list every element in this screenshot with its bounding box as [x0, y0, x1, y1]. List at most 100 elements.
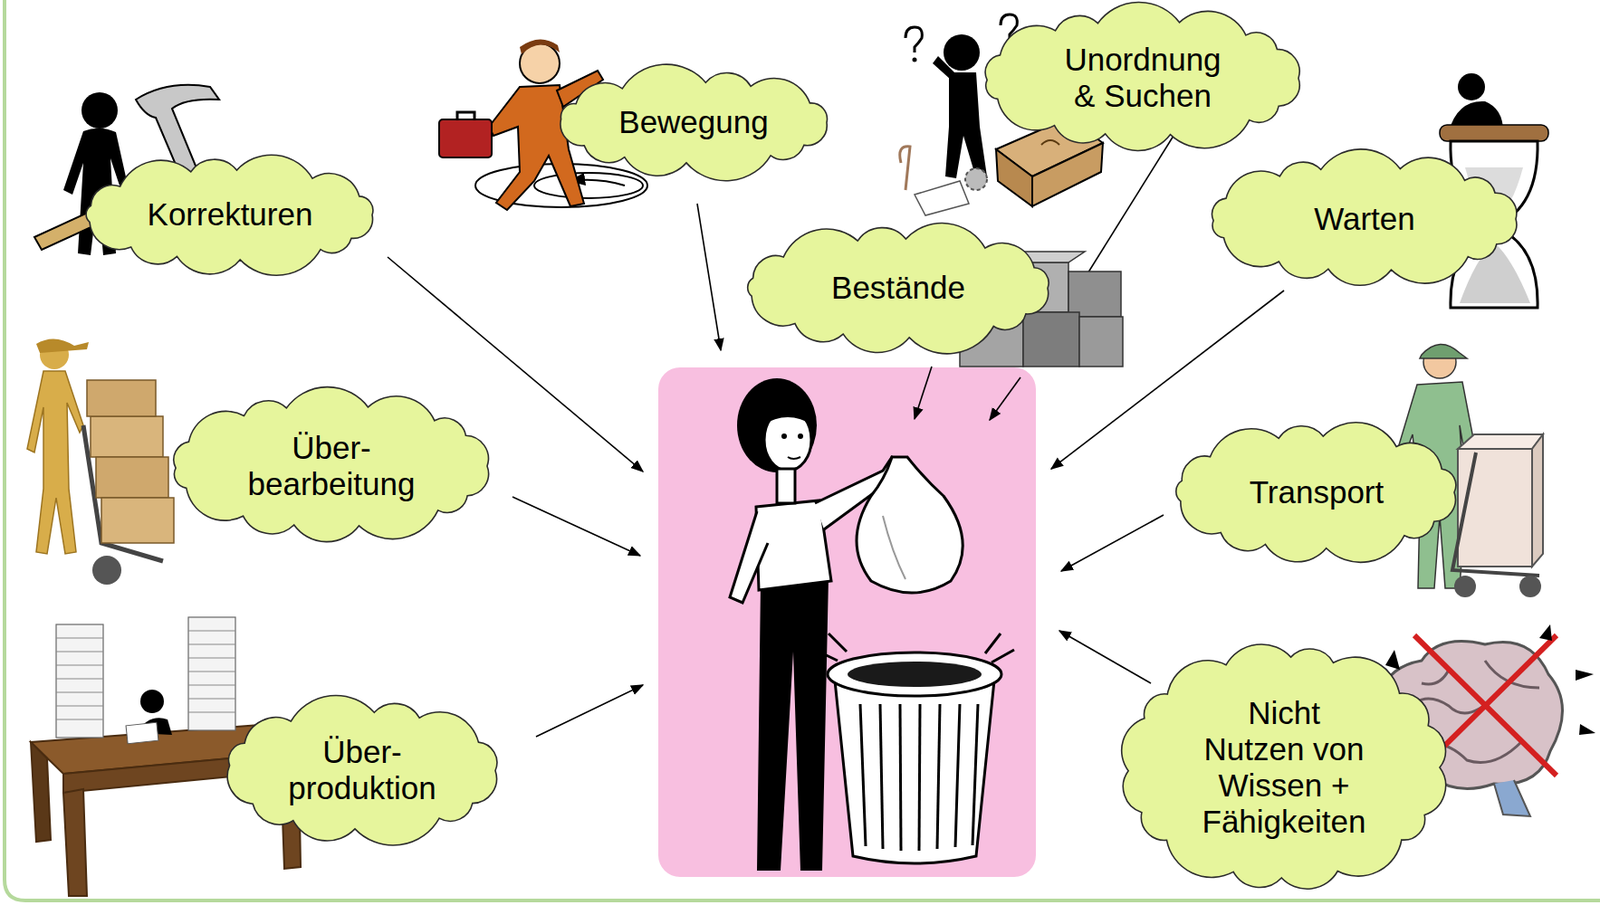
searching-figure-icon	[912, 57, 918, 63]
handtruck-figure-icon	[95, 457, 169, 499]
searching-figure-icon	[945, 72, 987, 179]
question-mark-symbol	[905, 14, 1017, 53]
desk-icon	[56, 631, 236, 720]
waste-figure	[760, 408, 815, 426]
desk-icon	[56, 679, 104, 681]
desk-icon	[56, 706, 104, 708]
handtruck-figure-icon	[101, 498, 174, 544]
waste-figure	[834, 680, 995, 864]
waste-figure	[900, 704, 901, 852]
waste-figure	[797, 433, 804, 440]
waste-figure	[919, 704, 920, 852]
slide-frame	[4, 0, 1600, 901]
cloud-outline	[86, 154, 374, 276]
box-stack-icon	[1023, 312, 1080, 367]
trolley-man-icon	[1452, 452, 1540, 576]
desk-icon	[56, 719, 104, 721]
desk-icon	[56, 617, 236, 738]
hourglass-icon	[1439, 124, 1549, 142]
waste-figure	[814, 633, 1015, 663]
handtruck-figure-icon	[86, 380, 156, 417]
handtruck-figure-icon	[27, 371, 84, 555]
desk-icon	[56, 624, 104, 738]
leader-arrow	[697, 203, 721, 351]
searching-figure-icon	[965, 168, 987, 191]
walking-man-icon	[439, 119, 492, 158]
walking-man-icon	[519, 38, 560, 55]
waste-figure	[781, 433, 787, 440]
brain-icon	[1485, 661, 1540, 689]
trolley-man-icon	[1519, 575, 1542, 598]
waste-figure	[856, 457, 963, 594]
desk-icon	[63, 789, 87, 897]
cloud-label: Nicht Nutzen von Wissen + Fähigkeiten	[1198, 695, 1371, 842]
waste-figure	[787, 457, 801, 460]
cloud-outline	[560, 64, 827, 182]
waste-figure	[658, 367, 1036, 878]
question-mark-symbol	[905, 27, 922, 53]
leader-arrow	[387, 135, 1284, 738]
leader-arrow	[1061, 515, 1164, 572]
walking-man-icon	[534, 172, 643, 199]
desk-icon	[56, 651, 104, 653]
handtruck-figure-icon	[27, 338, 174, 585]
desk-icon	[188, 631, 236, 633]
handtruck-figure-icon	[92, 555, 122, 585]
cloud-outline	[1212, 149, 1517, 286]
brain-icon	[1539, 624, 1553, 642]
waste-figure	[737, 378, 817, 473]
waste-figure	[756, 577, 829, 872]
leader-arrow	[536, 685, 643, 738]
waste-figure	[860, 704, 978, 852]
desk-icon	[188, 617, 236, 731]
trolley-man-icon	[1457, 434, 1543, 450]
waste-cloud: Warten	[1197, 151, 1533, 288]
waste-figure	[827, 652, 1002, 697]
cloud-outline	[985, 1, 1300, 151]
searching-figure-icon	[914, 181, 969, 216]
desk-icon	[56, 638, 104, 640]
hourglass-icon	[1457, 73, 1486, 101]
handtruck-figure-icon	[90, 416, 163, 458]
cloud-outline	[1176, 422, 1457, 563]
waste-cloud: Über- produktion	[212, 696, 512, 846]
brain-icon	[1421, 670, 1449, 685]
cloud-label: Bestände	[831, 269, 966, 307]
cloud-outline	[173, 387, 489, 543]
waste-cloud: Bestände	[733, 222, 1064, 355]
searching-figure-icon	[943, 34, 980, 71]
waste-cloud: Transport	[1162, 420, 1471, 566]
waste-figure	[658, 367, 1036, 878]
searching-figure-icon	[1032, 143, 1103, 207]
waste-figure	[955, 704, 960, 848]
waste-cloud: Über- bearbeitung	[159, 389, 504, 544]
waste-figure	[828, 633, 847, 652]
desk-icon	[188, 671, 236, 673]
leader-arrow	[512, 497, 641, 556]
waste-figure	[991, 650, 1015, 663]
walking-man-icon	[457, 112, 475, 120]
desk-icon	[125, 722, 159, 744]
brain-icon	[1579, 724, 1596, 736]
desk-icon	[30, 742, 51, 843]
waste-figure	[729, 511, 768, 604]
leader-arrow	[989, 377, 1021, 421]
leader-arrow	[1059, 631, 1151, 684]
brain-icon	[1385, 650, 1400, 671]
waste-cloud: Unordnung & Suchen	[970, 4, 1315, 153]
waste-cloud: Korrekturen	[71, 153, 389, 277]
desk-icon	[188, 658, 236, 660]
waste-figure	[847, 661, 982, 688]
hammer-man-icon	[81, 92, 118, 129]
handtruck-figure-icon	[86, 380, 174, 544]
desk-icon	[56, 692, 104, 694]
brain-icon	[1494, 780, 1531, 817]
cloud-label: Transport	[1249, 474, 1384, 511]
desk-icon	[188, 644, 236, 646]
searching-figure-icon	[1041, 140, 1060, 145]
trolley-man-icon	[1532, 434, 1543, 567]
leader-arrow	[914, 366, 932, 420]
cloud-label: Über- bearbeitung	[246, 430, 418, 504]
cloud-label: Über- produktion	[277, 734, 449, 808]
